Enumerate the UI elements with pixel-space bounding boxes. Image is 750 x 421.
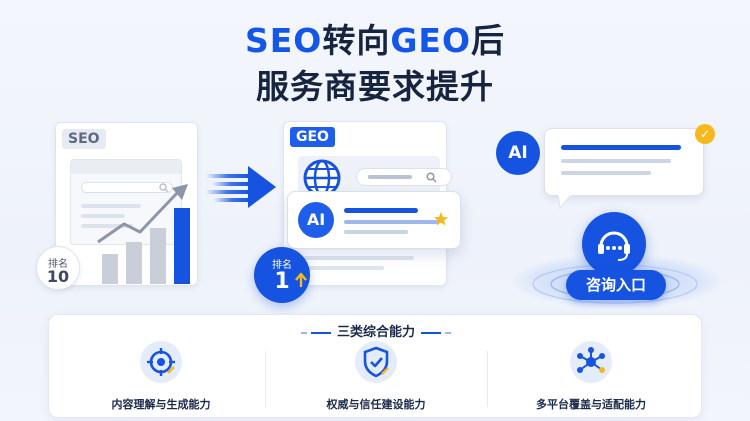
geo-rank-value: 1 <box>274 269 290 294</box>
capability-label: 权威与信任建设能力 <box>326 398 426 411</box>
up-arrow-icon <box>295 272 307 287</box>
capability-icon-wrap <box>140 341 182 383</box>
headline-geo: GEO <box>390 21 472 60</box>
headline-turn: 转向 <box>322 21 391 60</box>
check-icon: ✓ <box>695 124 715 144</box>
capability-item-trust: 权威与信任建设能力 <box>276 341 476 412</box>
capabilities-heading-text: 三类综合能力 <box>336 325 415 340</box>
seo-rank-value: 10 <box>46 267 70 286</box>
capability-icon-wrap <box>355 341 397 383</box>
ai-chat-bubble <box>544 128 704 196</box>
seo-browser-mock <box>70 159 182 245</box>
seo-card: SEO <box>55 122 198 286</box>
capability-item-multiplatform: 多平台覆盖与适配能力 <box>491 341 691 412</box>
target-icon <box>147 348 175 376</box>
support-avatar <box>582 212 646 276</box>
divider <box>265 351 266 407</box>
trend-line <box>97 190 180 244</box>
headline-line-1: SEO转向GEO后 <box>0 14 750 62</box>
seo-search-bar <box>81 182 173 193</box>
globe-icon <box>303 159 341 197</box>
ai-answer-card: AI <box>287 191 461 249</box>
headline-line-2: 服务商要求提升 <box>256 67 494 106</box>
transition-arrow-icon <box>206 166 276 208</box>
shield-check-icon <box>363 346 389 378</box>
divider <box>487 351 488 407</box>
heading-deco-left <box>300 331 331 334</box>
bar-2 <box>126 242 142 284</box>
seo-rank-label: 排名 <box>48 259 68 270</box>
consult-entry-button[interactable]: 咨询入口 <box>566 270 666 300</box>
search-icon <box>159 183 169 193</box>
capabilities-panel: 三类综合能力 内容理解与生成能力 <box>48 314 702 418</box>
geo-rank-label: 排名 <box>272 260 292 271</box>
star-icon <box>434 212 448 226</box>
headline-seo: SEO <box>244 21 323 60</box>
headset-icon <box>598 231 630 261</box>
seo-rank-badge: 排名 10 <box>36 246 80 290</box>
bar-4 <box>174 208 190 284</box>
ai-avatar: AI <box>298 202 334 238</box>
search-icon <box>426 172 437 183</box>
heading-deco-right <box>421 331 451 334</box>
capability-label: 多平台覆盖与适配能力 <box>536 398 646 411</box>
geo-tag: GEO <box>290 127 335 147</box>
ai-assistant-avatar: AI <box>496 131 540 175</box>
bar-3 <box>150 228 166 284</box>
capabilities-heading: 三类综合能力 <box>49 321 703 340</box>
capability-icon-wrap <box>570 341 612 383</box>
network-hub-icon <box>577 347 605 373</box>
headline-after: 后 <box>471 21 506 60</box>
capability-label: 内容理解与生成能力 <box>111 398 211 411</box>
seo-bar-chart <box>97 184 190 284</box>
bar-1 <box>102 254 118 284</box>
bubble-tail <box>557 194 573 210</box>
capability-item-content: 内容理解与生成能力 <box>61 341 261 412</box>
seo-tag: SEO <box>62 129 106 149</box>
trend-arrow-head <box>172 184 188 200</box>
